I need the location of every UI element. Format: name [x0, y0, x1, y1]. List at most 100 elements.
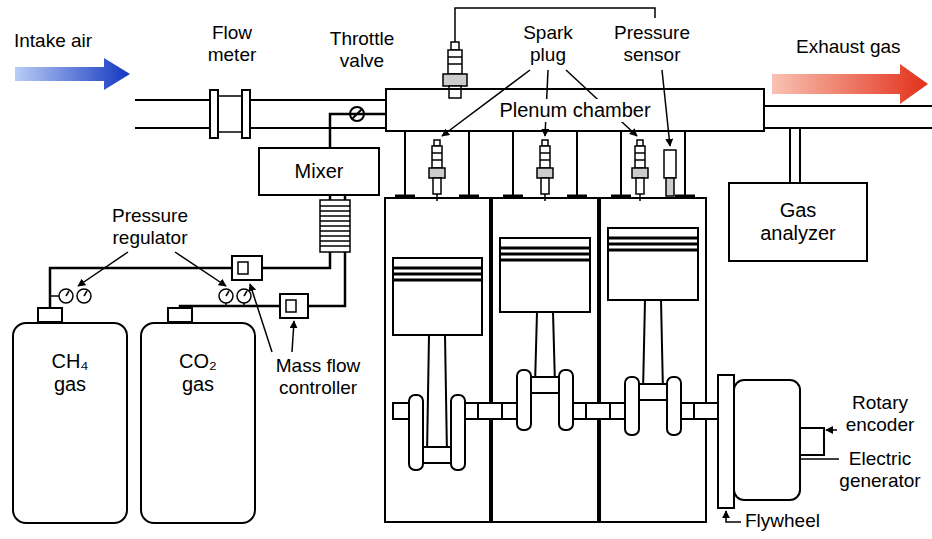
valve-symbol	[404, 132, 406, 195]
crankshaft	[694, 403, 718, 419]
spark-plug-symbol	[632, 168, 648, 178]
part-label: Intake air	[14, 30, 92, 52]
regulator-gauge	[59, 289, 73, 303]
pressure-sensor-symbol	[666, 178, 674, 196]
spark-plug-symbol	[448, 56, 462, 58]
regulator-gauge	[50, 295, 59, 297]
spark-plug-symbol	[432, 159, 442, 161]
analyzer-box: Gas analyzer	[728, 182, 868, 262]
flow-tube-symbol	[320, 225, 350, 227]
spark-plug-symbol	[429, 140, 648, 201]
flow-tube-symbol	[320, 245, 350, 247]
piston-ring	[608, 249, 698, 252]
piston-ring	[393, 267, 482, 270]
regulator-gauge	[226, 291, 229, 296]
mass-flow-controller-symbol	[286, 300, 296, 312]
leader-line	[292, 321, 294, 352]
leader-line	[726, 511, 741, 522]
piston-ring	[500, 259, 590, 262]
valve-symbol	[675, 195, 695, 198]
part-label: Exhaust gas	[796, 36, 901, 58]
crankshaft	[573, 403, 586, 419]
flow-arrow	[772, 64, 928, 104]
part-label: Spark plug	[513, 22, 583, 66]
flow-tube-symbol	[320, 215, 350, 217]
part-label: Rotary encoder	[834, 392, 926, 436]
generator-set	[734, 380, 800, 500]
valve-symbol	[684, 132, 686, 195]
valve-symbol	[395, 195, 415, 198]
flow-arrow	[15, 58, 928, 104]
spark-plug-symbol	[432, 146, 442, 168]
spark-plug-symbol	[432, 152, 442, 154]
gas-line	[50, 196, 330, 322]
valve-symbol	[567, 195, 587, 198]
spark-plug-symbol	[434, 140, 440, 146]
piston	[608, 228, 698, 300]
spark-plug-symbol	[541, 178, 549, 194]
cylinder-block	[492, 198, 598, 522]
part-label: Electric generator	[830, 448, 930, 492]
part-label: Mass flow controller	[262, 355, 374, 399]
valve-symbol	[512, 132, 514, 195]
crankshaft	[502, 403, 517, 419]
crankshaft	[610, 403, 625, 419]
leader-line	[662, 70, 670, 146]
leader-line	[826, 429, 837, 431]
connecting-rod	[643, 300, 663, 392]
piston-ring	[608, 237, 698, 240]
cylinder-block	[385, 198, 706, 522]
spark-plug-symbol	[451, 42, 459, 50]
flow-meter-symbol	[242, 90, 250, 138]
crankshaft	[559, 370, 573, 430]
flow-tube-symbol	[320, 205, 350, 207]
leader-line	[800, 458, 839, 460]
piston-ring	[500, 247, 590, 250]
crankshaft	[625, 377, 639, 435]
generator-set	[718, 375, 824, 508]
plenum-chamber-box: Plenum chamber	[385, 88, 765, 132]
mass-flow-controller-symbol	[232, 256, 262, 280]
valve-symbol	[503, 195, 523, 198]
piston-ring	[393, 238, 698, 280]
cylinder-block	[385, 198, 490, 522]
spark-plug-symbol	[540, 159, 550, 161]
spark-plug-symbol	[537, 168, 553, 178]
node-text: CH₄ gas	[42, 350, 98, 396]
gas-cylinder: CH₄ gas	[12, 322, 128, 524]
part-label: Pressure regulator	[95, 205, 205, 249]
part-label: Flow meter	[197, 22, 267, 66]
cylinder-valve	[168, 308, 192, 322]
piston-ring	[608, 243, 698, 246]
piston-ring	[500, 253, 590, 256]
spark-plug-symbol	[635, 152, 645, 154]
regulator-gauge	[50, 289, 251, 306]
spark-plug-symbol	[637, 140, 643, 146]
spark-plug-symbol	[448, 63, 462, 65]
cylinder-valve	[38, 308, 192, 322]
crankshaft	[639, 384, 667, 400]
spark-plug-symbol	[636, 178, 644, 194]
pipe	[135, 99, 385, 101]
spark-plug-symbol	[443, 74, 467, 86]
part-label: Throttle valve	[312, 28, 412, 72]
flow-tube-symbol	[320, 200, 350, 252]
crankshaft	[531, 377, 559, 393]
connecting-rod	[427, 335, 447, 455]
spark-plug-symbol	[429, 168, 445, 178]
regulator-gauge	[244, 291, 247, 296]
flow-tube-symbol	[320, 210, 350, 212]
regulator-gauge	[219, 289, 233, 303]
valve-symbol	[468, 132, 470, 195]
crankshaft	[517, 370, 531, 430]
flow-tube-symbol	[320, 220, 350, 222]
pressure-sensor-symbol	[664, 150, 676, 178]
node-text: Mixer	[295, 160, 344, 183]
generator-set	[718, 375, 734, 508]
mass-flow-controller-symbol	[280, 294, 308, 318]
spark-plug-symbol	[542, 140, 548, 146]
piston-ring	[393, 279, 482, 282]
crankshaft	[586, 403, 610, 419]
spark-plug-symbol	[448, 50, 462, 74]
crankshaft	[393, 403, 409, 419]
